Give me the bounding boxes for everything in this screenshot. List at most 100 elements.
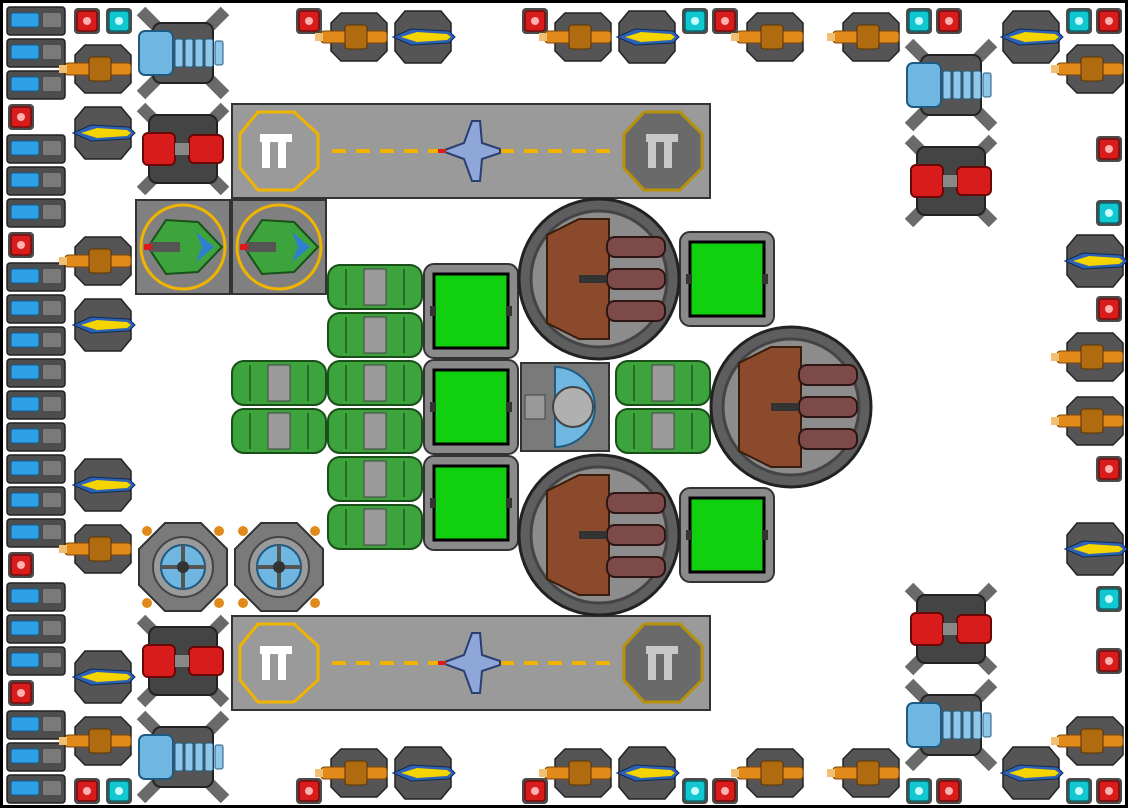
armor-block[interactable] bbox=[422, 358, 520, 456]
heavy-cannon[interactable] bbox=[517, 197, 681, 361]
storage-tank[interactable] bbox=[615, 360, 711, 406]
battery-cell[interactable] bbox=[6, 422, 66, 452]
armor-block[interactable] bbox=[422, 262, 520, 360]
battery-cell[interactable] bbox=[6, 646, 66, 676]
red-node[interactable] bbox=[73, 777, 101, 805]
ion-drive[interactable] bbox=[139, 715, 225, 799]
storage-tank[interactable] bbox=[327, 408, 423, 454]
cyan-node[interactable] bbox=[1095, 585, 1123, 613]
battery-cell[interactable] bbox=[6, 358, 66, 388]
missile-pod[interactable] bbox=[1000, 746, 1064, 800]
battery-cell[interactable] bbox=[6, 518, 66, 548]
red-node[interactable] bbox=[7, 679, 35, 707]
red-node[interactable] bbox=[935, 777, 963, 805]
battery-cell[interactable] bbox=[6, 6, 66, 36]
shield-emitter[interactable] bbox=[233, 521, 325, 613]
cyan-node[interactable] bbox=[905, 7, 933, 35]
laser-turret[interactable] bbox=[909, 587, 993, 671]
ion-drive[interactable] bbox=[907, 683, 993, 767]
missile-pod[interactable] bbox=[392, 10, 456, 64]
command-core[interactable] bbox=[520, 362, 610, 452]
battery-cell[interactable] bbox=[6, 454, 66, 484]
battery-cell[interactable] bbox=[6, 294, 66, 324]
red-node[interactable] bbox=[1095, 455, 1123, 483]
red-node[interactable] bbox=[1095, 647, 1123, 675]
missile-pod[interactable] bbox=[616, 746, 680, 800]
red-node[interactable] bbox=[73, 7, 101, 35]
battery-cell[interactable] bbox=[6, 742, 66, 772]
cyan-node[interactable] bbox=[905, 777, 933, 805]
armor-block[interactable] bbox=[678, 230, 776, 328]
battery-cell[interactable] bbox=[6, 390, 66, 420]
storage-tank[interactable] bbox=[231, 408, 327, 454]
thruster-module[interactable] bbox=[58, 236, 132, 286]
cyan-node[interactable] bbox=[681, 777, 709, 805]
red-node[interactable] bbox=[711, 777, 739, 805]
missile-pod[interactable] bbox=[1000, 10, 1064, 64]
ship-layout[interactable] bbox=[3, 3, 1128, 811]
heavy-cannon[interactable] bbox=[517, 453, 681, 617]
ion-drive[interactable] bbox=[139, 11, 225, 95]
battery-cell[interactable] bbox=[6, 326, 66, 356]
battery-cell[interactable] bbox=[6, 710, 66, 740]
red-node[interactable] bbox=[7, 103, 35, 131]
fighter-bay[interactable] bbox=[230, 198, 328, 296]
missile-pod[interactable] bbox=[72, 458, 136, 512]
missile-pod[interactable] bbox=[392, 746, 456, 800]
red-node[interactable] bbox=[295, 7, 323, 35]
red-node[interactable] bbox=[1095, 295, 1123, 323]
thruster-module[interactable] bbox=[314, 748, 388, 798]
missile-pod[interactable] bbox=[72, 298, 136, 352]
red-node[interactable] bbox=[295, 777, 323, 805]
cyan-node[interactable] bbox=[1095, 199, 1123, 227]
thruster-module[interactable] bbox=[730, 12, 804, 62]
storage-tank[interactable] bbox=[231, 360, 327, 406]
fighter-bay[interactable] bbox=[134, 198, 232, 296]
laser-turret[interactable] bbox=[909, 139, 993, 223]
missile-pod[interactable] bbox=[616, 10, 680, 64]
thruster-module[interactable] bbox=[58, 716, 132, 766]
red-node[interactable] bbox=[711, 7, 739, 35]
thruster-module[interactable] bbox=[538, 12, 612, 62]
battery-cell[interactable] bbox=[6, 774, 66, 804]
thruster-module[interactable] bbox=[58, 524, 132, 574]
laser-turret[interactable] bbox=[141, 619, 225, 703]
battery-cell[interactable] bbox=[6, 262, 66, 292]
thruster-module[interactable] bbox=[1050, 332, 1124, 382]
red-node[interactable] bbox=[1095, 135, 1123, 163]
battery-cell[interactable] bbox=[6, 166, 66, 196]
heavy-cannon[interactable] bbox=[709, 325, 873, 489]
cyan-node[interactable] bbox=[105, 7, 133, 35]
thruster-module[interactable] bbox=[826, 748, 900, 798]
red-node[interactable] bbox=[1095, 777, 1123, 805]
missile-pod[interactable] bbox=[72, 650, 136, 704]
cyan-node[interactable] bbox=[1065, 777, 1093, 805]
missile-pod[interactable] bbox=[72, 106, 136, 160]
thruster-module[interactable] bbox=[826, 12, 900, 62]
cyan-node[interactable] bbox=[1065, 7, 1093, 35]
thruster-module[interactable] bbox=[314, 12, 388, 62]
battery-cell[interactable] bbox=[6, 134, 66, 164]
red-node[interactable] bbox=[7, 231, 35, 259]
missile-pod[interactable] bbox=[1064, 522, 1128, 576]
battery-cell[interactable] bbox=[6, 38, 66, 68]
storage-tank[interactable] bbox=[615, 408, 711, 454]
armor-block[interactable] bbox=[678, 486, 776, 584]
storage-tank[interactable] bbox=[327, 456, 423, 502]
thruster-module[interactable] bbox=[1050, 716, 1124, 766]
armor-block[interactable] bbox=[422, 454, 520, 552]
storage-tank[interactable] bbox=[327, 360, 423, 406]
battery-cell[interactable] bbox=[6, 198, 66, 228]
red-node[interactable] bbox=[521, 7, 549, 35]
cyan-node[interactable] bbox=[681, 7, 709, 35]
missile-pod[interactable] bbox=[1064, 234, 1128, 288]
storage-tank[interactable] bbox=[327, 264, 423, 310]
laser-turret[interactable] bbox=[141, 107, 225, 191]
hangar-runway-top[interactable] bbox=[230, 102, 712, 200]
thruster-module[interactable] bbox=[538, 748, 612, 798]
thruster-module[interactable] bbox=[1050, 396, 1124, 446]
red-node[interactable] bbox=[521, 777, 549, 805]
hangar-runway-bottom[interactable] bbox=[230, 614, 712, 712]
storage-tank[interactable] bbox=[327, 504, 423, 550]
